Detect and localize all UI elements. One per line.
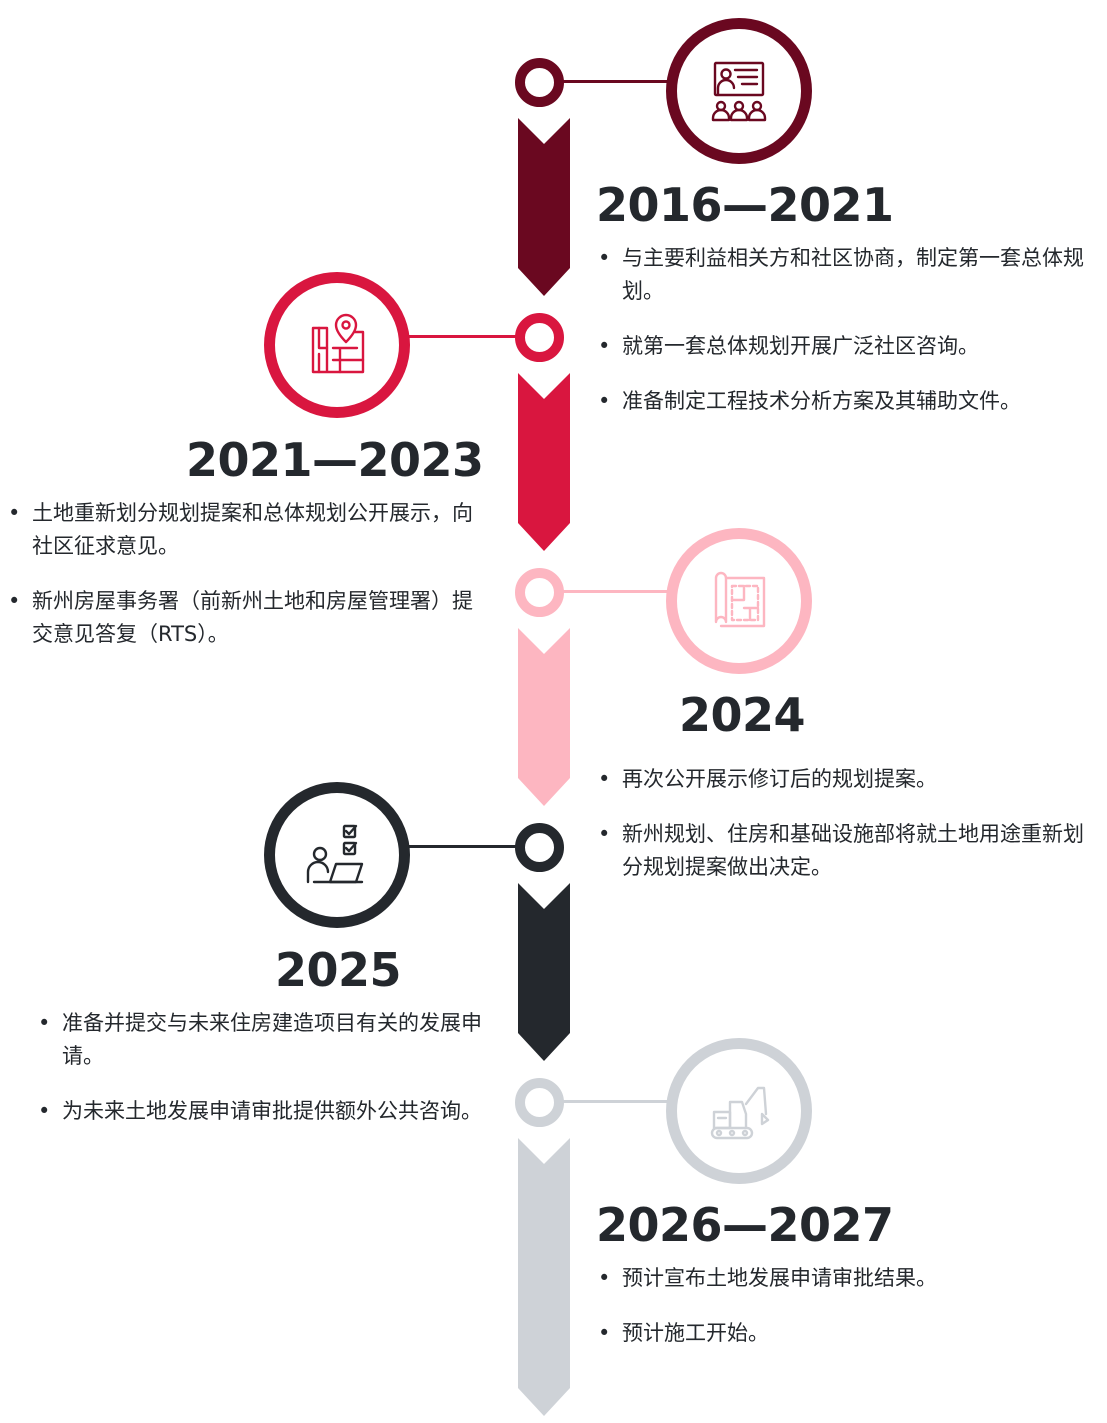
list-item: •预计宣布土地发展申请审批结果。 bbox=[598, 1266, 937, 1290]
timeline-node-1 bbox=[515, 58, 564, 107]
list-item: •就第一套总体规划开展广泛社区咨询。 bbox=[598, 334, 979, 358]
icon-ring-5 bbox=[666, 1038, 812, 1184]
phase-4-bullets: •准备并提交与未来住房建造项目有关的发展申请。 •为未来土地发展申请审批提供额外… bbox=[36, 1007, 484, 1150]
list-item: •为未来土地发展申请审批提供额外公共咨询。 bbox=[38, 1099, 482, 1123]
phase-1-bullets: •与主要利益相关方和社区协商，制定第一套总体规划。 •就第一套总体规划开展广泛社… bbox=[596, 242, 1104, 440]
connector-5 bbox=[555, 1100, 675, 1103]
list-item: •新州规划、住房和基础设施部将就土地用途重新划分规划提案做出决定。 bbox=[598, 822, 1084, 879]
blueprint-icon bbox=[714, 571, 766, 628]
phase-2-bullets: •土地重新划分规划提案和总体规划公开展示，向社区征求意见。 •新州房屋事务署（前… bbox=[6, 497, 486, 673]
phase-5-bullets: •预计宣布土地发展申请审批结果。 •预计施工开始。 bbox=[596, 1262, 1104, 1372]
list-item: •准备制定工程技术分析方案及其辅助文件。 bbox=[598, 389, 1021, 413]
icon-ring-4 bbox=[264, 782, 410, 928]
phase-5-years: 2026—2027 bbox=[596, 1198, 894, 1252]
timeline-segment-1 bbox=[518, 118, 570, 296]
phase-4-years: 2025 bbox=[275, 943, 402, 997]
connector-3 bbox=[555, 590, 675, 593]
timeline-segment-4 bbox=[518, 883, 570, 1061]
icon-ring-2 bbox=[264, 272, 410, 418]
list-item: •再次公开展示修订后的规划提案。 bbox=[598, 767, 937, 791]
timeline-node-2 bbox=[515, 313, 564, 362]
excavator-icon bbox=[710, 1086, 770, 1140]
icon-ring-1 bbox=[666, 18, 812, 164]
connector-2 bbox=[400, 335, 530, 338]
list-item: •准备并提交与未来住房建造项目有关的发展申请。 bbox=[38, 1011, 482, 1068]
timeline-node-3 bbox=[515, 568, 564, 617]
phase-3-years: 2024 bbox=[679, 688, 806, 742]
presentation-icon bbox=[711, 61, 767, 122]
icon-ring-3 bbox=[666, 528, 812, 674]
list-item: •新州房屋事务署（前新州土地和房屋管理署）提交意见答复（RTS）。 bbox=[8, 589, 473, 646]
connector-1 bbox=[555, 80, 675, 83]
connector-4 bbox=[400, 845, 530, 848]
timeline-node-4 bbox=[515, 823, 564, 872]
phase-1-years: 2016—2021 bbox=[596, 178, 894, 232]
phase-3-bullets: •再次公开展示修订后的规划提案。 •新州规划、住房和基础设施部将就土地用途重新划… bbox=[596, 763, 1104, 906]
list-item: •预计施工开始。 bbox=[598, 1321, 769, 1345]
person-laptop-checklist-icon bbox=[306, 824, 364, 884]
phase-2-years: 2021—2023 bbox=[186, 433, 484, 487]
timeline-segment-5 bbox=[518, 1138, 570, 1416]
timeline-segment-2 bbox=[518, 373, 570, 551]
list-item: •土地重新划分规划提案和总体规划公开展示，向社区征求意见。 bbox=[8, 501, 473, 558]
timeline-segment-3 bbox=[518, 628, 570, 806]
map-pin-icon bbox=[311, 313, 365, 374]
timeline-node-5 bbox=[515, 1078, 564, 1127]
list-item: •与主要利益相关方和社区协商，制定第一套总体规划。 bbox=[598, 246, 1084, 303]
